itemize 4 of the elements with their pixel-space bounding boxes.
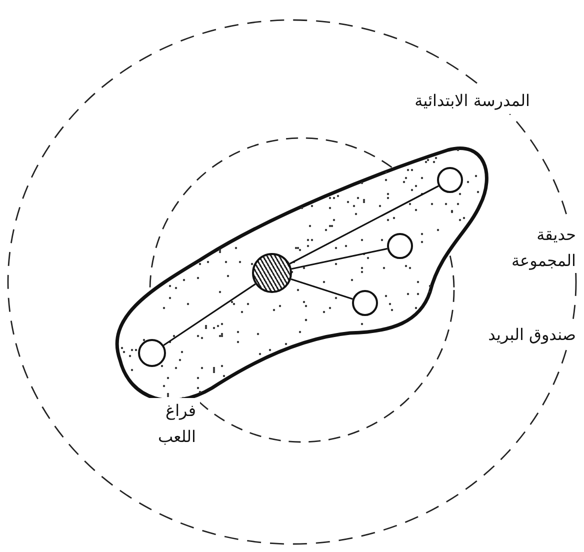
connector-line: [290, 278, 353, 300]
connector-line: [291, 248, 388, 270]
connector-line: [163, 283, 256, 346]
connector-line: [289, 185, 439, 264]
